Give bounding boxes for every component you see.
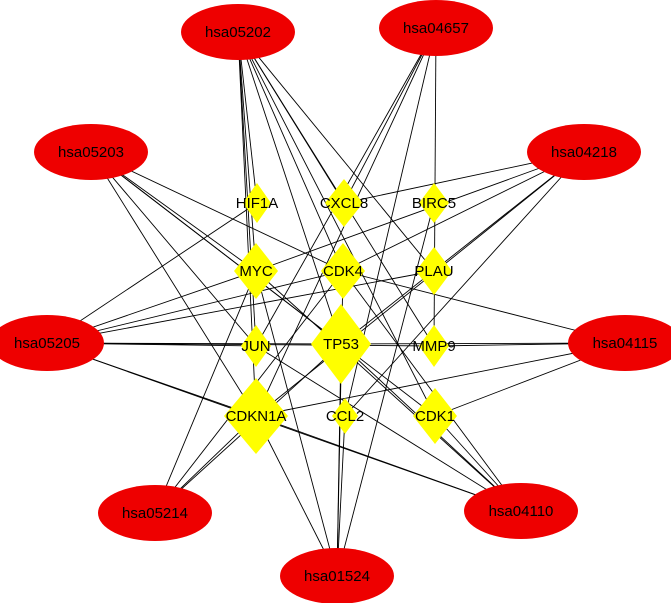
gene-diamond	[413, 388, 457, 444]
pathway-ellipse	[34, 124, 148, 180]
gene-diamond	[419, 183, 449, 223]
pathway-ellipse	[379, 0, 493, 56]
edge-hsa05214-MYC	[154, 270, 257, 514]
edge-hsa04657-CXCL8	[343, 27, 437, 204]
node-CCL2[interactable]: CCL2	[326, 398, 364, 434]
edge-hsa04115-CDKN1A	[255, 342, 626, 417]
node-hsa05205[interactable]: hsa05205	[0, 315, 104, 371]
gene-diamond	[325, 179, 363, 227]
gene-diamond	[224, 378, 288, 454]
node-CDKN1A[interactable]: CDKN1A	[224, 378, 288, 454]
edge-hsa05202-PLAU	[237, 31, 435, 272]
node-label: hsa04218	[551, 144, 617, 161]
node-MMP9[interactable]: MMP9	[412, 325, 456, 367]
node-hsa05202[interactable]: hsa05202	[181, 4, 295, 60]
node-hsa01524[interactable]: hsa01524	[280, 548, 394, 603]
node-label: hsa04115	[593, 335, 658, 352]
node-label: hsa05205	[14, 335, 80, 352]
node-label: CDKN1A	[226, 408, 287, 425]
edge-hsa04110-MYC	[255, 270, 522, 512]
edge-hsa04110-JUN	[255, 345, 522, 512]
edge-hsa05202-CDK1	[237, 31, 436, 417]
edge-hsa04218-MYC	[255, 151, 585, 272]
node-BIRC5[interactable]: BIRC5	[412, 183, 456, 223]
edge-hsa05202-MMP9	[237, 31, 435, 347]
node-hsa04115[interactable]: hsa04115	[568, 315, 671, 371]
gene-diamond	[241, 325, 271, 367]
pathway-ellipse	[98, 485, 212, 541]
gene-diamond	[419, 325, 449, 367]
edge-hsa01524-MYC	[255, 270, 338, 577]
node-CDK1[interactable]: CDK1	[413, 388, 457, 444]
node-label: MMP9	[412, 338, 455, 355]
node-hsa05214[interactable]: hsa05214	[98, 485, 212, 541]
node-hsa04218[interactable]: hsa04218	[527, 124, 641, 180]
node-hsa04110[interactable]: hsa04110	[464, 483, 578, 539]
node-label: PLAU	[414, 263, 453, 280]
edge-hsa05202-TP53	[237, 31, 342, 345]
gene-diamond	[311, 304, 371, 384]
edge-hsa05203-CDKN1A	[90, 151, 257, 417]
edge-hsa05202-HIF1A	[237, 31, 258, 204]
node-CXCL8[interactable]: CXCL8	[320, 179, 368, 227]
gene-diamond	[332, 398, 358, 434]
edge-hsa05202-MYC	[237, 31, 257, 272]
node-label: BIRC5	[412, 195, 456, 212]
node-MYC[interactable]: MYC	[234, 243, 278, 299]
node-CDK4[interactable]: CDK4	[321, 243, 365, 299]
edge-hsa05203-CDK4	[90, 151, 344, 272]
node-label: CXCL8	[320, 195, 368, 212]
node-label: hsa04657	[403, 20, 469, 37]
node-TP53[interactable]: TP53	[311, 304, 371, 384]
node-label: CCL2	[326, 408, 364, 425]
pathway-ellipse	[181, 4, 295, 60]
node-label: JUN	[241, 338, 270, 355]
node-label: TP53	[323, 336, 359, 353]
node-label: hsa05202	[205, 24, 271, 41]
node-HIF1A[interactable]: HIF1A	[236, 183, 279, 223]
gene-diamond	[234, 243, 278, 299]
gene-diamond	[243, 183, 271, 223]
edge-hsa01524-BIRC5	[336, 202, 435, 577]
node-label: HIF1A	[236, 195, 279, 212]
node-hsa04657[interactable]: hsa04657	[379, 0, 493, 56]
node-label: MYC	[239, 263, 273, 280]
node-label: hsa05214	[122, 505, 188, 522]
edge-hsa04110-CDK4	[342, 270, 522, 512]
pathway-ellipse	[280, 548, 394, 603]
node-label: hsa04110	[489, 503, 554, 520]
edge-hsa04218-CCL2	[344, 151, 585, 417]
pathway-ellipse	[568, 315, 671, 371]
node-label: CDK1	[415, 408, 455, 425]
edge-hsa05203-JUN	[90, 151, 257, 347]
node-hsa05203[interactable]: hsa05203	[34, 124, 148, 180]
edge-hsa04218-TP53	[340, 151, 585, 345]
node-label: hsa01524	[304, 568, 370, 585]
edge-hsa05205-HIF1A	[46, 202, 258, 344]
gene-diamond	[321, 243, 365, 299]
edge-hsa05202-CDK4	[237, 31, 344, 272]
node-label: CDK4	[323, 263, 363, 280]
node-label: hsa05203	[58, 144, 124, 161]
node-JUN[interactable]: JUN	[241, 325, 271, 367]
pathway-ellipse	[464, 483, 578, 539]
gene-diamond	[416, 247, 452, 295]
pathway-ellipse	[527, 124, 641, 180]
pathway-ellipse	[0, 315, 104, 371]
node-PLAU[interactable]: PLAU	[414, 247, 454, 295]
